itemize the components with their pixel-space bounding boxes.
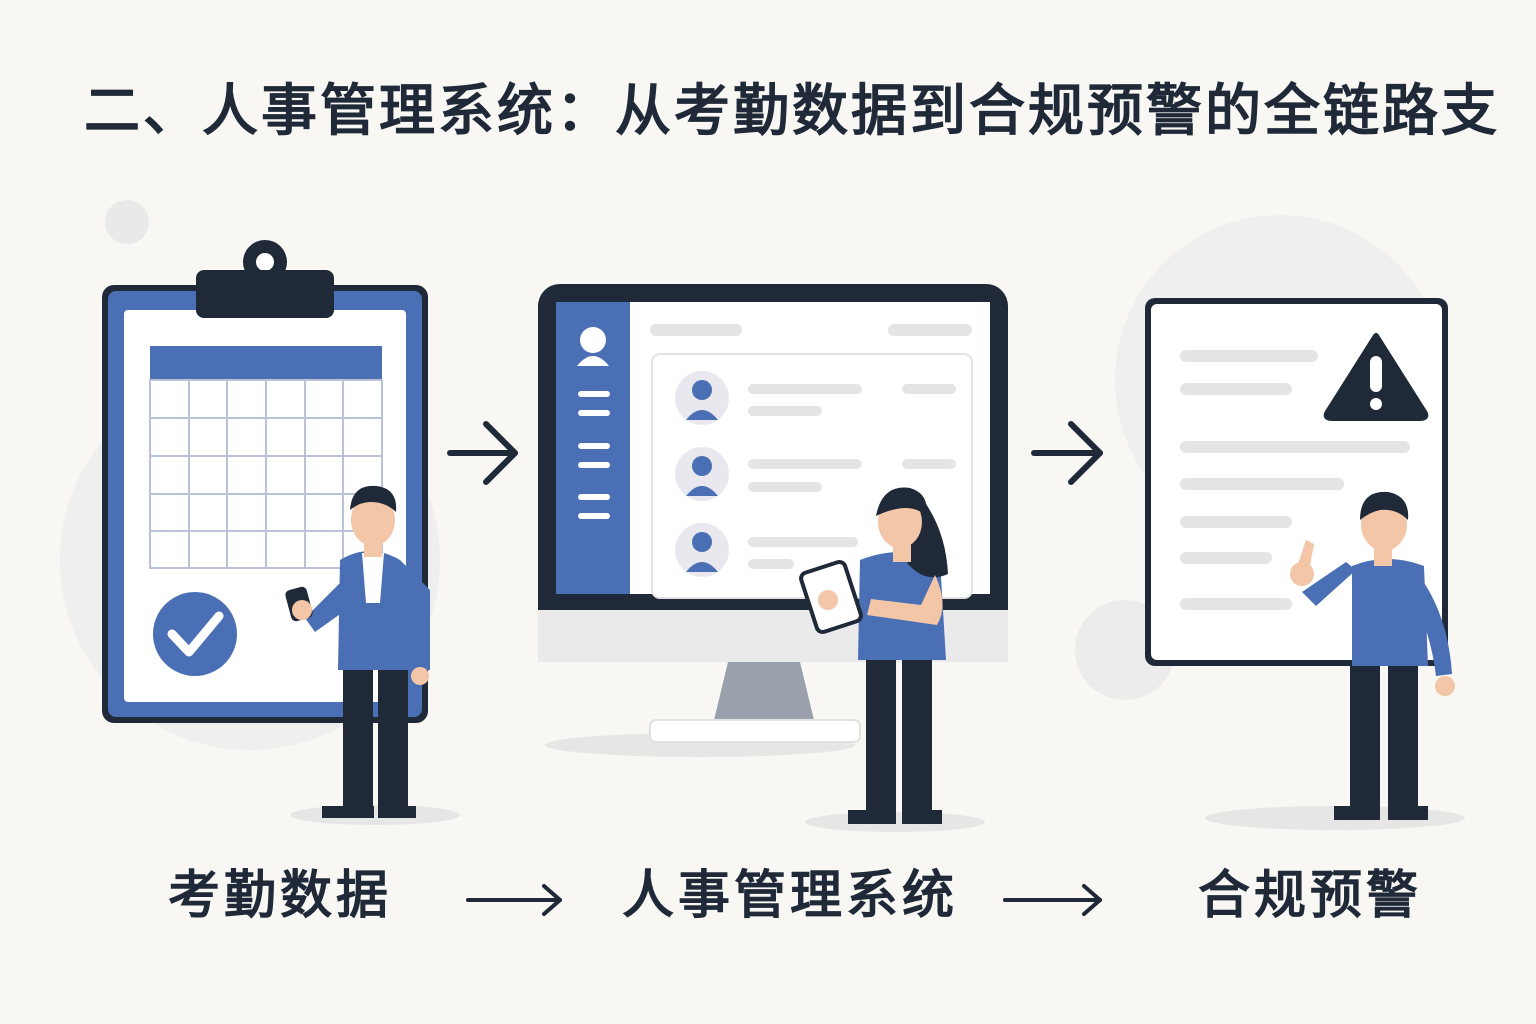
person-with-phone-icon bbox=[285, 485, 460, 825]
user-list bbox=[675, 371, 956, 577]
monitor-dashboard-icon bbox=[538, 284, 1008, 757]
arrow-right-icon bbox=[447, 421, 518, 485]
step-label-hr-system: 人事管理系统 bbox=[621, 866, 958, 926]
decor-dot bbox=[105, 200, 149, 244]
arrow-right-icon bbox=[466, 884, 562, 916]
step-label-attendance: 考勤数据 bbox=[167, 866, 392, 926]
person-with-tablet-icon bbox=[799, 487, 985, 832]
arrow-right-icon bbox=[1003, 884, 1102, 916]
step-label-compliance-alert: 合规预警 bbox=[1197, 866, 1422, 926]
person-pointing-icon bbox=[1205, 491, 1465, 830]
check-icon bbox=[153, 592, 237, 676]
page-title: 二、人事管理系统：从考勤数据到合规预警的全链路支 bbox=[84, 79, 1500, 144]
arrow-right-icon bbox=[1031, 421, 1103, 485]
